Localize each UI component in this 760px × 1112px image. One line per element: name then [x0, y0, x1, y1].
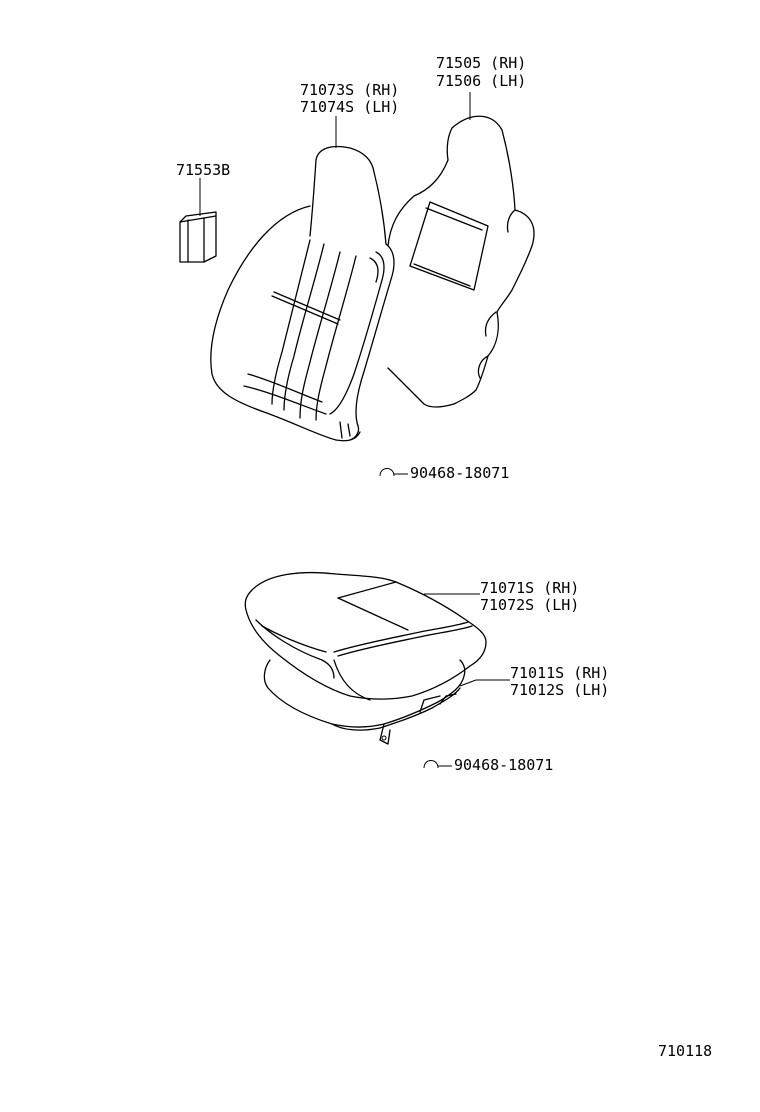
clip-part-number-cushion: 90468-18071 — [454, 756, 554, 774]
cushion-cover-drawing — [244, 571, 487, 701]
pad-part-number: 71553B — [176, 161, 231, 179]
leader-lines — [199, 92, 510, 687]
cushion-cover-part-number-lh: 71072S (LH) — [480, 596, 580, 614]
back-cover-part-number-rh: 71073S (RH) — [300, 81, 400, 99]
cushion-pad-part-number-lh: 71012S (LH) — [510, 681, 610, 699]
back-cover-part-number-lh: 71074S (LH) — [300, 98, 400, 116]
cushion-pad-part-number-rh: 71011S (RH) — [510, 664, 610, 682]
clip-symbol-cushion — [423, 760, 452, 769]
clip-symbol-back — [379, 468, 408, 477]
cushion-pad-drawing — [263, 659, 466, 745]
clip-part-number-back: 90468-18071 — [410, 464, 510, 482]
seatback-pad-drawing — [387, 115, 535, 408]
seatback-cover-drawing — [210, 145, 395, 442]
cushion-cover-part-number-rh: 71071S (RH) — [480, 579, 580, 597]
headrest-part-number-rh: 71505 (RH) — [436, 54, 527, 72]
figure-id: 710118 — [658, 1042, 713, 1060]
small-pad-drawing — [179, 211, 217, 263]
headrest-part-number-lh: 71506 (LH) — [436, 72, 527, 90]
